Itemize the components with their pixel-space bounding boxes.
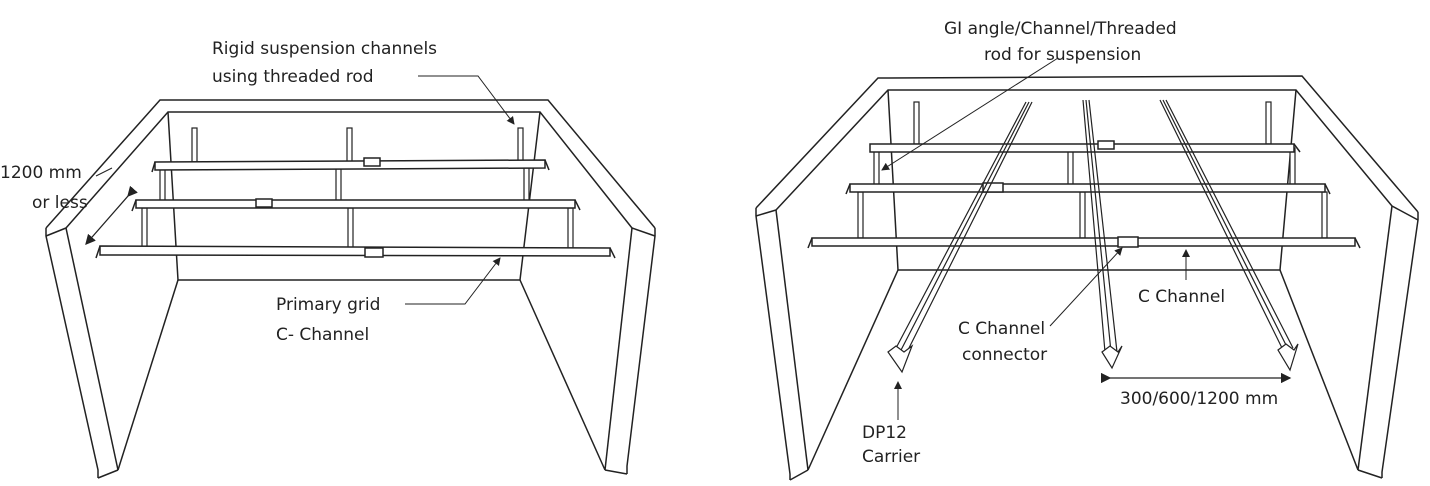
right-diagram	[755, 57, 1419, 481]
right-carriers	[887, 99, 1299, 374]
left-spacing-dimension-arrow	[85, 185, 138, 245]
left-primary-label-1: Primary grid	[276, 295, 380, 315]
right-connector-label-1: C Channel	[958, 319, 1045, 339]
right-hanger-rods	[857, 101, 1328, 239]
left-spacing-leader	[95, 167, 113, 177]
left-suspension-leader	[418, 75, 515, 125]
right-suspension-label-1: GI angle/Channel/Threaded	[944, 19, 1177, 39]
left-hanger-rods	[141, 127, 574, 255]
left-suspension-label-2: using threaded rod	[212, 67, 374, 87]
left-primary-leader	[405, 257, 501, 305]
right-carrier-label-2: Carrier	[862, 447, 920, 467]
left-channels	[95, 157, 616, 259]
left-spacing-label-1: 1200 mm	[0, 163, 82, 183]
left-spacing-label-2: or less	[32, 193, 88, 213]
left-suspension-label-1: Rigid suspension channels	[212, 39, 437, 59]
right-suspension-label-2: rod for suspension	[984, 45, 1141, 65]
right-spacing-label: 300/600/1200 mm	[1120, 389, 1278, 409]
right-connector-label-2: connector	[962, 345, 1047, 365]
right-carrier-label-1: DP12	[862, 423, 907, 443]
left-diagram	[45, 75, 656, 479]
right-cchannel-label: C Channel	[1138, 287, 1225, 307]
left-room-walls	[45, 99, 656, 479]
right-connector-leader	[1049, 247, 1123, 327]
right-suspension-leader	[881, 57, 1059, 171]
right-room-walls	[755, 75, 1419, 481]
left-primary-label-2: C- Channel	[276, 325, 369, 345]
